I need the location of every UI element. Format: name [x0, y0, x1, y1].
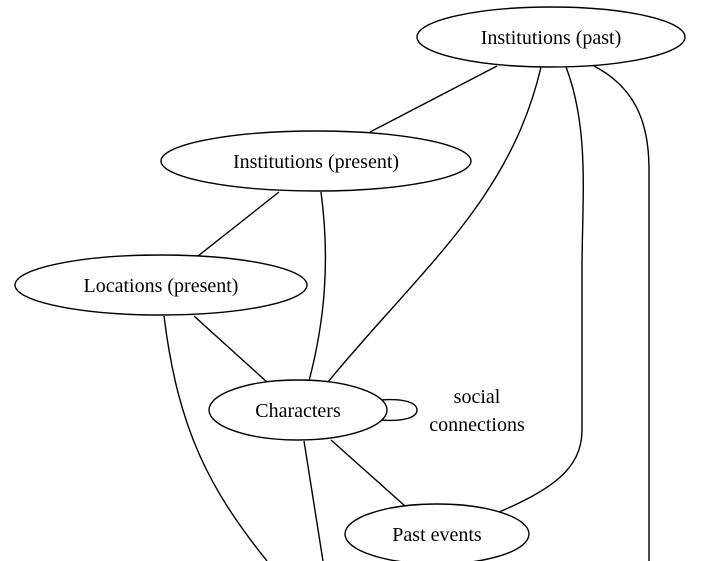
edge-label-social-line2: connections — [429, 414, 525, 436]
node-institutions-present-label: Institutions (present) — [233, 151, 399, 173]
edge-institutions-past-to-past-events — [496, 66, 584, 514]
node-institutions-past-label: Institutions (past) — [481, 27, 622, 49]
node-locations-present: Locations (present) — [14, 254, 308, 316]
edge-institutions-past-to-institutions-present — [369, 65, 498, 133]
node-characters-shape — [208, 379, 388, 441]
node-locations-present-shape — [14, 254, 308, 316]
node-past-events-label: Past events — [392, 524, 482, 546]
edge-institutions-past-to-characters — [327, 66, 542, 383]
node-characters-label: Characters — [255, 400, 341, 422]
edge-institutions-present-to-characters — [308, 191, 327, 382]
node-past-events: Past events — [344, 503, 530, 561]
edges — [163, 65, 650, 561]
node-locations-present-label: Locations (present) — [84, 275, 239, 297]
edge-institutions-present-to-locations-present — [197, 191, 280, 257]
node-institutions-present-shape — [160, 130, 472, 192]
node-characters: Characters — [208, 379, 388, 441]
node-institutions-past: Institutions (past) — [416, 6, 686, 68]
edge-label-social-line1: social — [454, 386, 501, 408]
edge-label-social-connections: social connections — [429, 386, 525, 436]
edge-locations-present-to-characters — [193, 315, 269, 384]
edge-institutions-past-to-offscreen — [593, 65, 650, 561]
edge-characters-to-offscreen — [303, 440, 324, 561]
node-past-events-shape — [344, 503, 530, 561]
node-institutions-present: Institutions (present) — [160, 130, 472, 192]
edge-locations-present-to-offscreen — [163, 315, 268, 561]
edge-characters-self-loop — [379, 398, 418, 422]
node-institutions-past-shape — [416, 6, 686, 68]
edge-characters-to-past-events — [330, 439, 406, 507]
